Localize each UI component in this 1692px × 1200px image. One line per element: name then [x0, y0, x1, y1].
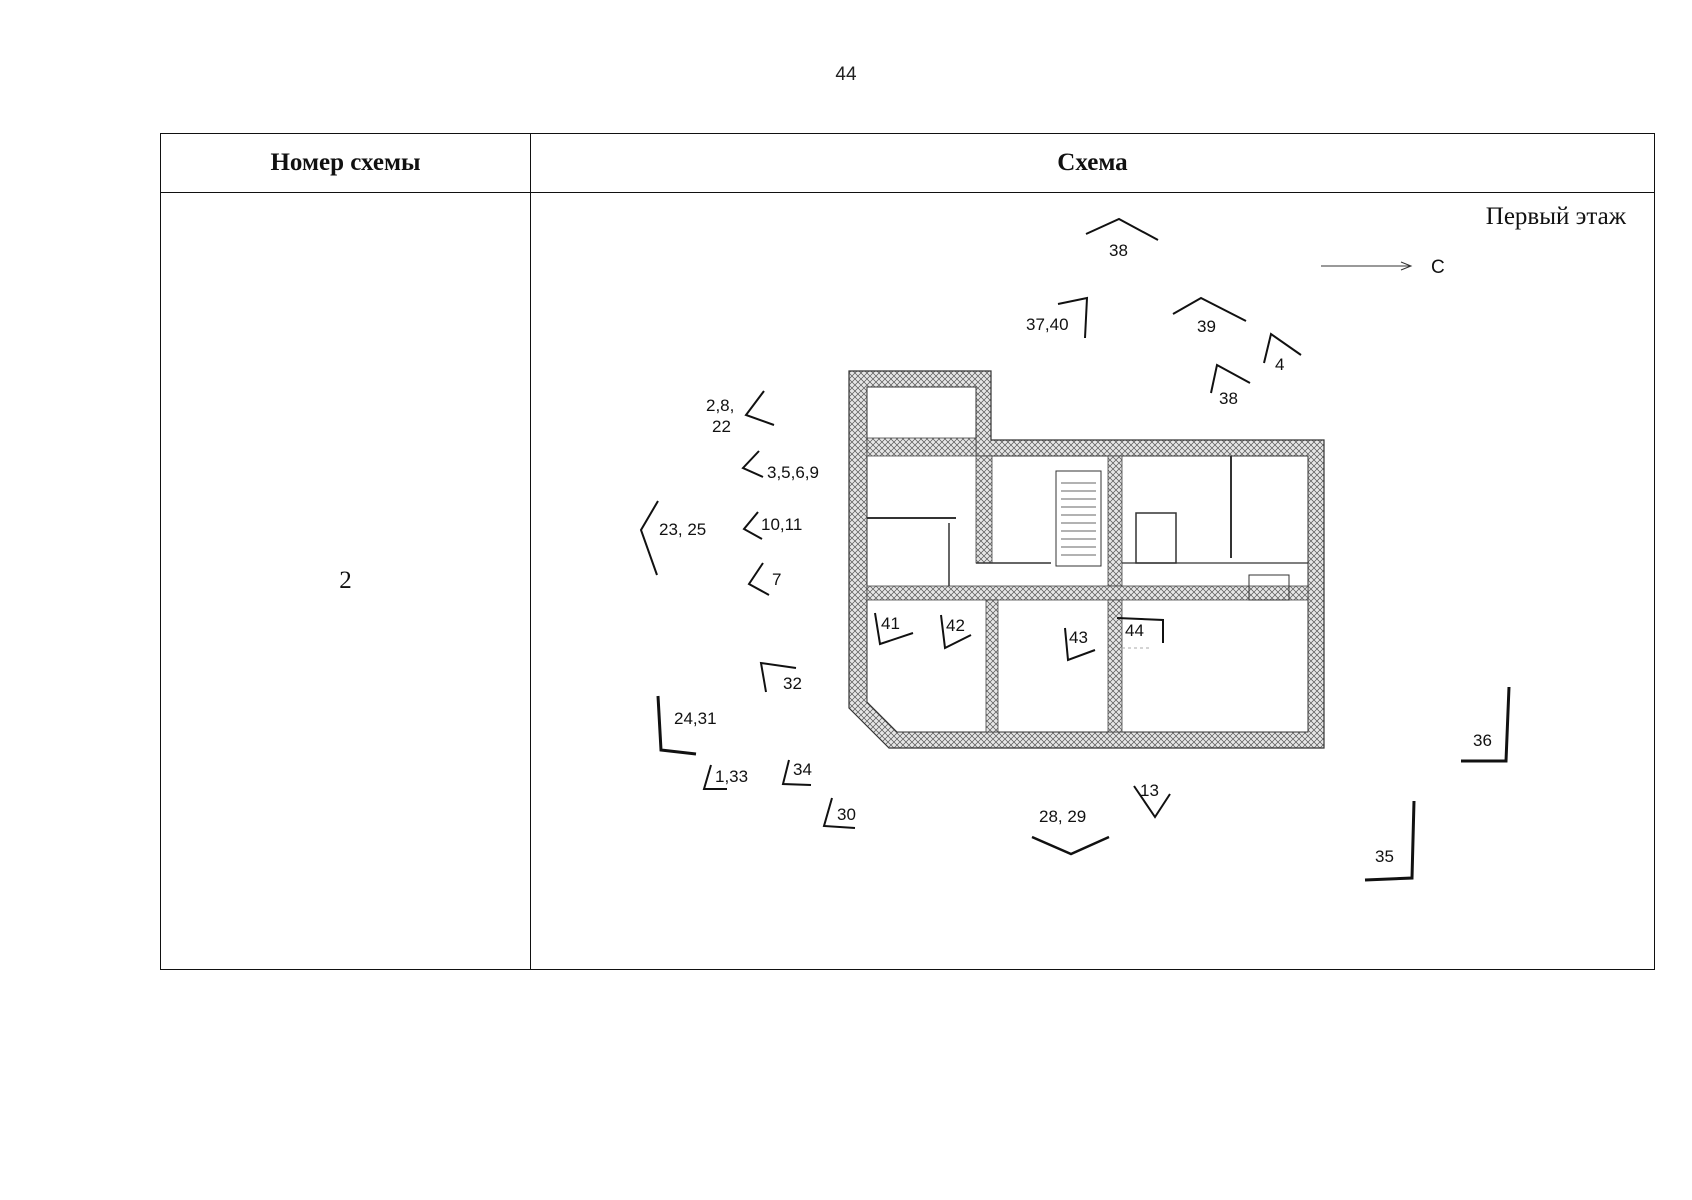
schemes-table: Номер схемы Схема 2 Первый этаж С [160, 133, 1655, 970]
svg-text:2,8,: 2,8, [706, 396, 734, 415]
scheme-cell: Первый этаж С [530, 192, 1655, 970]
svg-text:44: 44 [1125, 621, 1144, 640]
viewpoint-marker: 32 [759, 661, 802, 693]
viewpoint-marker: 24,31 [656, 695, 717, 756]
svg-text:32: 32 [783, 674, 802, 693]
svg-text:4: 4 [1275, 355, 1284, 374]
viewpoint-marker: 44 [1116, 617, 1164, 643]
column-header-scheme-number: Номер схемы [160, 133, 531, 193]
viewpoint-marker: 39 [1172, 296, 1247, 336]
floor-plan-drawing: С [639, 217, 1511, 882]
viewpoint-marker: 3,5,6,9 [741, 450, 819, 482]
column-header-scheme: Схема [530, 133, 1655, 193]
floor-title: Первый этаж [1485, 203, 1626, 230]
north-label: С [1431, 257, 1445, 278]
svg-text:23, 25: 23, 25 [659, 520, 706, 539]
svg-text:36: 36 [1473, 731, 1492, 750]
viewpoint-marker: 37,40 [1026, 296, 1089, 339]
viewpoint-marker: 1,33 [702, 764, 748, 790]
viewpoint-marker: 35 [1364, 800, 1416, 882]
svg-text:38: 38 [1109, 241, 1128, 260]
svg-text:24,31: 24,31 [674, 709, 717, 728]
viewpoint-marker: 38 [1210, 363, 1251, 408]
svg-text:37,40: 37,40 [1026, 315, 1069, 334]
viewpoint-marker: 23, 25 [639, 500, 706, 576]
viewpoint-marker: 10,11 [742, 511, 802, 540]
viewpoint-marker: 7 [747, 562, 781, 596]
svg-text:22: 22 [712, 417, 731, 436]
viewpoint-marker: 28, 29 [1031, 807, 1110, 856]
svg-text:39: 39 [1197, 317, 1216, 336]
viewpoint-marker: 38 [1085, 217, 1159, 260]
svg-text:42: 42 [946, 616, 965, 635]
svg-text:13: 13 [1140, 781, 1159, 800]
viewpoint-marker: 2,8, 22 [706, 390, 775, 436]
svg-text:1,33: 1,33 [715, 767, 748, 786]
svg-text:28, 29: 28, 29 [1039, 807, 1086, 826]
viewpoint-marker: 30 [822, 797, 856, 829]
table-row: 2 Первый этаж С [160, 192, 1655, 970]
svg-text:41: 41 [881, 614, 900, 633]
svg-text:3,5,6,9: 3,5,6,9 [767, 463, 819, 482]
viewpoint-marker: 43 [1064, 627, 1096, 662]
viewpoint-marker: 42 [940, 614, 972, 650]
page-number: 44 [835, 64, 857, 85]
svg-text:38: 38 [1219, 389, 1238, 408]
building-plan [848, 370, 1325, 749]
viewpoint-marker: 36 [1461, 686, 1511, 763]
svg-text:30: 30 [837, 805, 856, 824]
svg-text:7: 7 [772, 570, 781, 589]
north-arrow: С [1321, 257, 1445, 278]
svg-text:35: 35 [1375, 847, 1394, 866]
table-header-row: Номер схемы Схема [160, 133, 1655, 193]
viewpoint-markers: 38 37,40 39 4 [639, 217, 1511, 882]
scheme-number-cell: 2 [160, 192, 531, 970]
viewpoint-marker: 4 [1263, 332, 1302, 374]
svg-text:43: 43 [1069, 628, 1088, 647]
viewpoint-marker: 34 [781, 759, 812, 786]
svg-text:10,11: 10,11 [761, 515, 802, 534]
viewpoint-marker: 13 [1133, 781, 1171, 819]
svg-text:34: 34 [793, 760, 812, 779]
viewpoint-marker: 41 [874, 612, 914, 646]
